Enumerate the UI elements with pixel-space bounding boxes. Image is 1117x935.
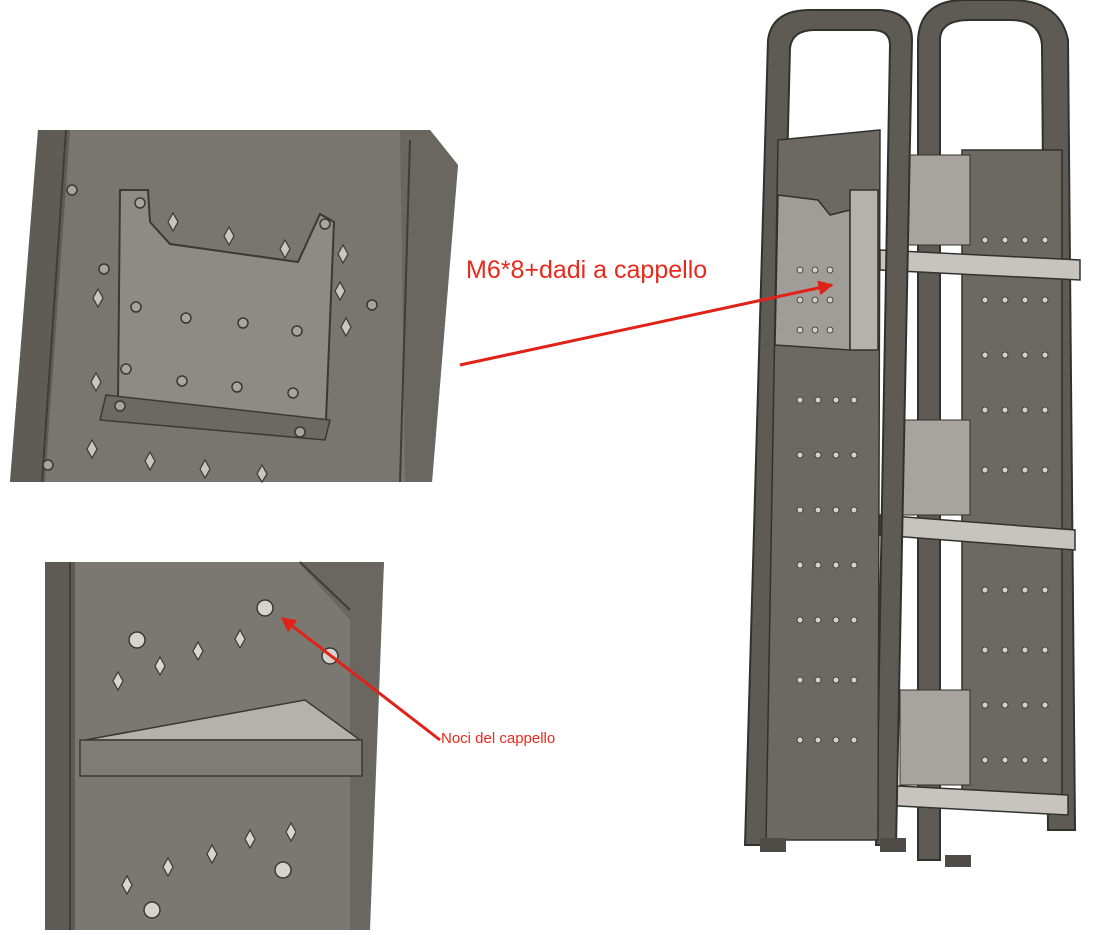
hole-grid — [796, 236, 1049, 764]
shelf — [79, 699, 363, 777]
label-bolt-spec: M6*8+dadi a cappello — [466, 256, 708, 284]
diamond-slots-lower — [112, 628, 297, 896]
mounting-bracket — [99, 189, 336, 441]
label-cap-nuts: Noci del cappello — [441, 730, 556, 747]
screw-holes — [42, 184, 378, 471]
rack-assembly — [743, 0, 1081, 867]
detail-view-cap-nut — [45, 561, 384, 930]
arrow-to-bracket — [459, 280, 834, 367]
foot — [945, 855, 971, 867]
arrow-to-cap-nut — [280, 616, 441, 742]
diamond-slots — [86, 211, 352, 484]
shelves — [879, 154, 1081, 816]
foot — [760, 838, 786, 852]
rack-bracket — [774, 189, 879, 351]
foot — [880, 838, 906, 852]
detail-view-bracket — [10, 129, 458, 484]
